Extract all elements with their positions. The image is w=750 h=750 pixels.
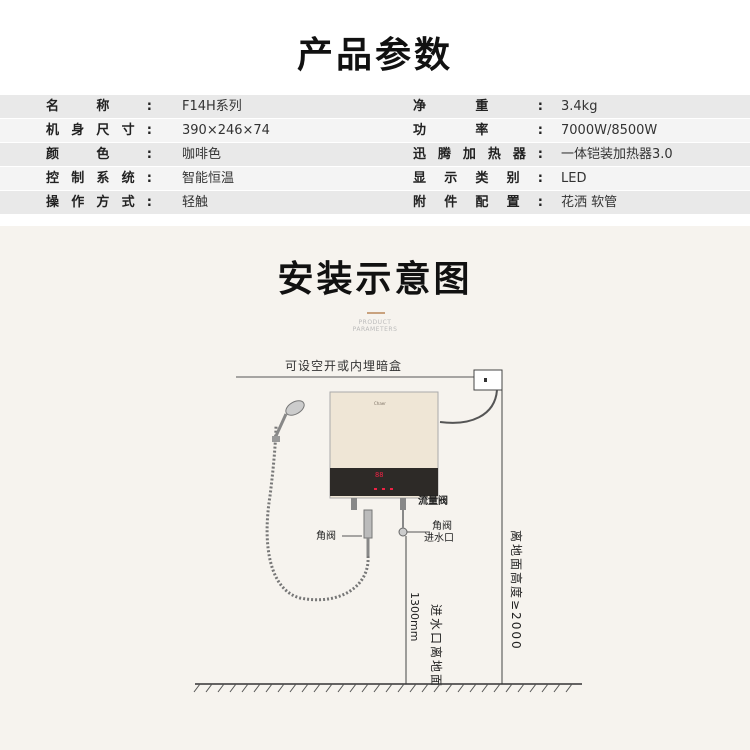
shower-hose (265, 425, 370, 602)
heater-brand: Chaer (374, 401, 386, 406)
outlet-pipe (351, 498, 357, 510)
inlet-pipe (400, 498, 406, 510)
heater-indicator (390, 488, 393, 490)
height-label-group: 离地面高度≥2000 (509, 530, 524, 651)
height-label: 离地面高度≥2000 (509, 530, 524, 651)
flow-valve-label: 流量阀 (418, 494, 448, 507)
spec-label: 功率: (413, 123, 545, 138)
angle-valve-left-label: 角阀 (316, 529, 336, 542)
spec-label: 显示类别: (413, 171, 545, 186)
heater-indicator (382, 488, 385, 490)
install-diagram: 可设空开或内埋暗盒 88 Chaer 流量阀 角阀 角阀 进水口 离地面高度≥2… (193, 358, 582, 693)
spec-value: 咖啡色 (182, 147, 222, 162)
spec-row: 操作方式: 轻触 附件配置: 花洒 软管 (0, 190, 750, 214)
subtitle-line: PARAMETERS (352, 326, 398, 333)
floor-hatching (193, 683, 573, 693)
inlet-label: 进水口 (424, 532, 454, 544)
shower-handle (274, 413, 288, 437)
spec-value: F14H系列 (182, 99, 242, 114)
spec-value: 3.4kg (561, 99, 598, 114)
shower-head (285, 400, 305, 416)
angle-valve-left-body (363, 509, 373, 539)
heater-indicator (374, 488, 377, 490)
spec-value: 花洒 软管 (561, 195, 618, 210)
accent-divider (367, 312, 385, 314)
inlet-angle-label: 角阀 (432, 519, 452, 532)
inlet-height-label: 进水口离地面 (429, 604, 444, 688)
spec-value: 7000W/8500W (561, 123, 658, 138)
spec-row: 控制系统: 智能恒温 显示类别: LED (0, 166, 750, 190)
spec-table: 名称: F14H系列 净重: 3.4kg 机身尺寸: 390×246×74 功率… (0, 94, 750, 214)
spec-value: 智能恒温 (182, 171, 235, 186)
box-label: 可设空开或内埋暗盒 (285, 358, 402, 373)
params-title: 产品参数 (296, 35, 453, 76)
spec-value: LED (561, 171, 587, 186)
shower-holder (272, 436, 280, 442)
install-subtitle: PRODUCT PARAMETERS (330, 319, 420, 333)
heater-display-panel (330, 468, 438, 496)
spec-row: 颜色: 咖啡色 迅腾加热器: 一体铠装加热器3.0 (0, 142, 750, 166)
install-title: 安装示意图 (277, 259, 473, 300)
inlet-height-label-group: 进水口离地面 (429, 604, 444, 688)
spec-label: 操作方式: (46, 195, 154, 210)
spec-value: 轻触 (182, 195, 209, 210)
spec-label: 迅腾加热器: (413, 147, 545, 162)
power-cable (439, 389, 498, 424)
spec-label: 颜色: (46, 147, 154, 162)
spec-label: 控制系统: (46, 171, 154, 186)
spec-label: 机身尺寸: (46, 123, 154, 138)
junction-switch (484, 378, 487, 382)
inlet-height-value: 1300mm (408, 592, 421, 641)
spec-label: 附件配置: (413, 195, 545, 210)
inlet-height-value-group: 1300mm (408, 592, 421, 641)
angle-valve-right (398, 527, 408, 537)
subtitle-line: PRODUCT (358, 319, 392, 326)
spec-row: 机身尺寸: 390×246×74 功率: 7000W/8500W (0, 118, 750, 142)
spec-value: 一体铠装加热器3.0 (561, 147, 673, 162)
spec-label: 名称: (46, 99, 154, 114)
heater-display: 88 (375, 471, 383, 479)
spec-value: 390×246×74 (182, 123, 270, 138)
spec-label: 净重: (413, 99, 545, 114)
junction-box (473, 369, 503, 391)
spec-row: 名称: F14H系列 净重: 3.4kg (0, 94, 750, 118)
